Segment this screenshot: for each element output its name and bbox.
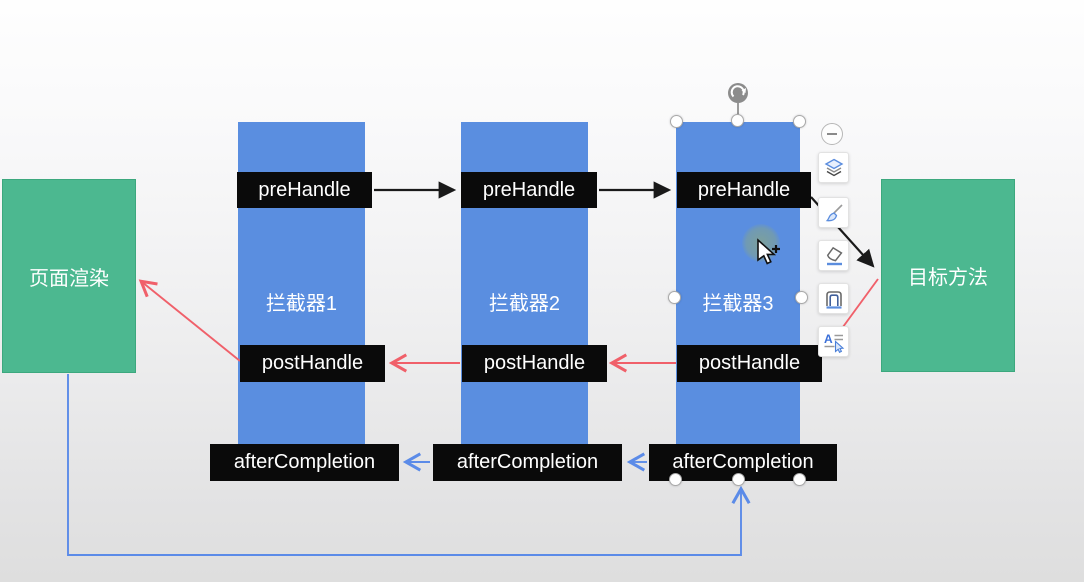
page-render-box[interactable]: 页面渲染 [2, 179, 136, 373]
page-render-label: 页面渲染 [29, 267, 109, 290]
prehandle2-label[interactable]: preHandle [461, 172, 597, 208]
selection-handle-top-center[interactable] [731, 114, 744, 127]
collapse-toolbar-button[interactable] [821, 123, 843, 145]
interceptor3-label: 拦截器3 [702, 293, 774, 315]
prehandle1-label[interactable]: preHandle [237, 172, 372, 208]
target-method-label: 目标方法 [908, 267, 988, 289]
paint-bucket-icon [826, 246, 843, 265]
selection-handle-bottom-right[interactable] [793, 473, 806, 486]
toolbar-button-fill[interactable] [818, 240, 849, 271]
selection-handle-bottom-center[interactable] [732, 473, 745, 486]
svg-text:A: A [824, 332, 833, 346]
selection-handle-bottom-left[interactable] [669, 473, 682, 486]
prehandle3-label[interactable]: preHandle [677, 172, 811, 208]
toolbar-button-frame[interactable] [818, 283, 849, 314]
selection-handle-mid-left[interactable] [668, 291, 681, 304]
aftercompletion2-label[interactable]: afterCompletion [433, 444, 622, 481]
selection-handle-top-right[interactable] [793, 115, 806, 128]
frame-border-icon [825, 290, 842, 309]
text-style-icon: A [824, 332, 844, 353]
arrow-page-render-to-aftercompletion3[interactable] [67, 374, 751, 556]
toolbar-button-text-style[interactable]: A [818, 326, 849, 357]
posthandle2-label[interactable]: postHandle [462, 345, 607, 382]
toolbar-button-brush[interactable] [818, 197, 849, 228]
selection-handle-top-left[interactable] [670, 115, 683, 128]
aftercompletion1-label[interactable]: afterCompletion [210, 444, 399, 481]
rotate-handle[interactable] [728, 83, 748, 103]
target-method-box[interactable]: 目标方法 [881, 179, 1015, 372]
interceptor2-label: 拦截器2 [488, 293, 561, 315]
highlight-blob [742, 224, 780, 262]
interceptor1-label: 拦截器1 [265, 293, 338, 315]
rotate-icon [730, 85, 745, 98]
minus-icon [827, 133, 837, 135]
posthandle3-label[interactable]: postHandle [677, 345, 822, 382]
arrow-posthandle1-to-page-render[interactable] [138, 279, 241, 362]
posthandle1-label[interactable]: postHandle [240, 345, 385, 382]
toolbar-button-layers[interactable] [818, 152, 849, 183]
selection-handle-mid-right[interactable] [795, 291, 808, 304]
rotate-icon-arrowhead [741, 88, 746, 93]
brush-icon [825, 203, 843, 221]
layers-icon [824, 158, 843, 176]
